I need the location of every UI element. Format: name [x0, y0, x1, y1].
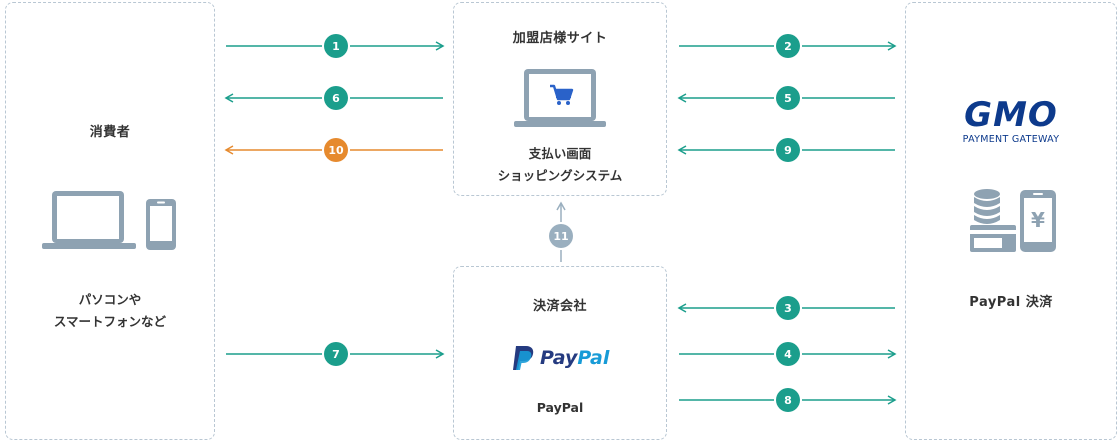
- paypal-wordmark: PayPal: [540, 347, 609, 369]
- flow-badge-7: 7: [332, 348, 340, 361]
- flow-badge-2: 2: [784, 40, 792, 53]
- laptop-icon: [42, 191, 136, 249]
- consumer-device-line2: スマートフォンなど: [53, 314, 167, 329]
- flow-step-8: 8: [679, 388, 897, 412]
- paypal-p-icon: [513, 346, 534, 370]
- flow-badge-6: 6: [332, 92, 340, 105]
- flow-step-6: 6: [224, 86, 443, 110]
- smartphone-icon: [146, 199, 176, 250]
- paypal-wordmark-pal: Pal: [577, 347, 610, 369]
- merchant-box: 加盟店様サイト 支払い画面 ショッピングシステム: [453, 2, 667, 196]
- flow-badge-10: 10: [328, 144, 344, 157]
- flow-badge-11: 11: [553, 230, 568, 243]
- flow-step-3: 3: [677, 296, 895, 320]
- gateway-label: PayPal 決済: [969, 295, 1053, 310]
- coins-icon: [974, 189, 1000, 224]
- merchant-line2: ショッピングシステム: [497, 168, 623, 183]
- flow-step-5: 5: [677, 86, 895, 110]
- paypal-company-box: 決済会社 PayPal: [453, 266, 667, 440]
- gateway-box: PayPal 決済 ¥: [905, 2, 1117, 440]
- merchant-text: 支払い画面 ショッピングシステム: [454, 143, 666, 187]
- flow-step-9: 9: [677, 138, 895, 162]
- flow-badge-1: 1: [332, 40, 340, 53]
- flow-step-7: 7: [226, 342, 445, 366]
- cart-icon: [550, 84, 574, 105]
- flow-step-11: 11: [549, 201, 573, 262]
- consumer-title: 消費者: [89, 125, 131, 140]
- paypal-company-title: 決済会社: [532, 299, 587, 314]
- flow-badge-9: 9: [784, 144, 792, 157]
- paypal-wordmark-pay: Pay: [540, 347, 578, 369]
- card-icon: [970, 225, 1016, 252]
- gmo-logo: GMO PAYMENT GATEWAY: [936, 98, 1086, 145]
- consumer-device-text: パソコンや スマートフォンなど: [6, 289, 214, 333]
- consumer-box: 消費者 パソコンや スマートフォンなど: [5, 2, 215, 440]
- flow-step-1: 1: [226, 34, 445, 58]
- merchant-title: 加盟店様サイト: [512, 31, 608, 46]
- paypal-logo: PayPal: [506, 344, 616, 372]
- flow-badge-4: 4: [784, 348, 792, 361]
- consumer-device-line1: パソコンや: [78, 292, 142, 307]
- merchant-laptop-icon: [514, 69, 606, 127]
- merchant-line1: 支払い画面: [528, 146, 592, 161]
- svg-text:¥: ¥: [1031, 208, 1045, 232]
- flow-badge-8: 8: [784, 394, 792, 407]
- yen-phone-icon: ¥: [1020, 190, 1056, 252]
- flow-badge-3: 3: [784, 302, 792, 315]
- flow-badge-5: 5: [784, 92, 792, 105]
- gmo-logo-sub: PAYMENT GATEWAY: [962, 134, 1060, 145]
- paypal-company-label: PayPal: [536, 400, 584, 415]
- flow-step-10: 10: [224, 138, 443, 162]
- flow-step-2: 2: [679, 34, 897, 58]
- flow-step-4: 4: [679, 342, 897, 366]
- gmo-logo-main: GMO: [964, 95, 1058, 135]
